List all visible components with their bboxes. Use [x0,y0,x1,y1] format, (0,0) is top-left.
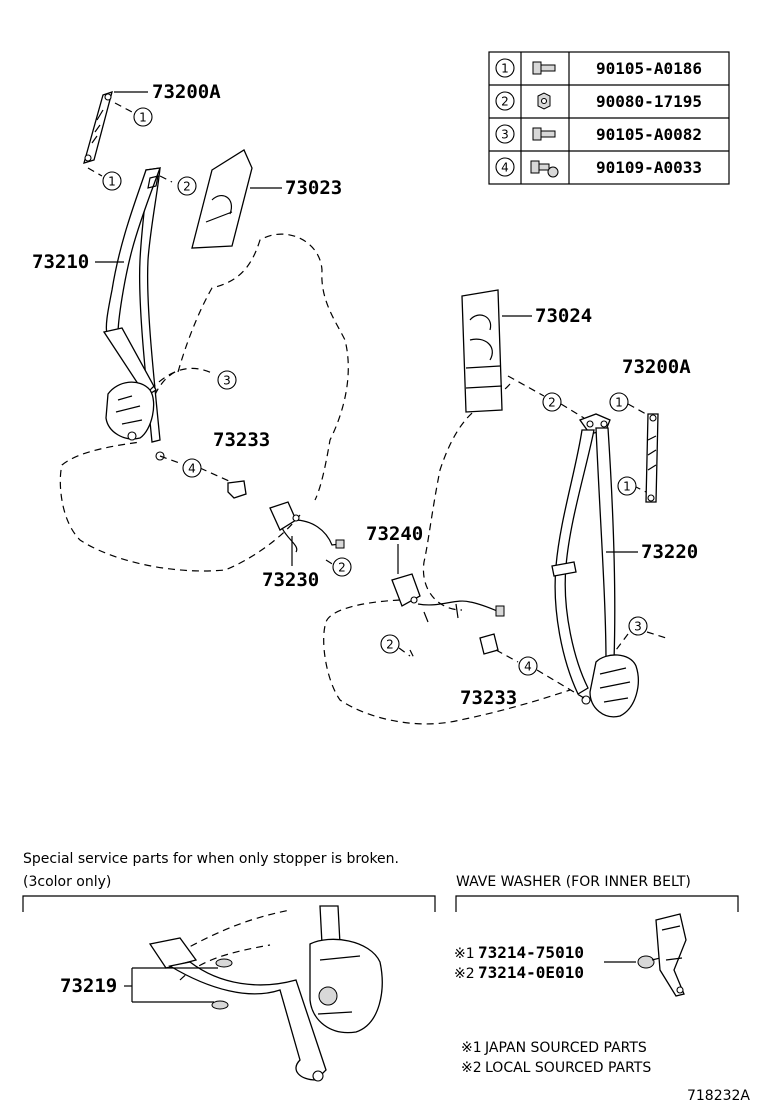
left-seat-assembly: 73200A 1 1 2 73210 73023 [32,81,352,591]
table-row: 2 90080-17195 [495,91,702,111]
bolt-icon [532,61,556,75]
table-part-number: 90105-A0186 [596,59,702,78]
right-seat-assembly: 73024 2 73200A 1 1 [323,289,698,725]
cover-left [227,480,247,499]
table-part-number: 90105-A0082 [596,125,702,144]
table-row: 1 90105-A0186 [495,58,702,78]
callout-1-label: 1 [623,480,631,494]
legend-japan: JAPAN SOURCED PARTS [484,1040,647,1056]
table-ref: 1 [501,62,509,76]
washer-part-2: 73214-0E010 [478,963,584,982]
table-row: 3 90105-A0082 [495,124,702,144]
callout-3-label: 3 [634,620,642,634]
callout-3-label: 3 [223,374,231,388]
callout-3 [628,616,648,636]
callout-4-label: 4 [524,660,532,674]
callout-1 [133,107,153,127]
label-73200a-right: 73200A [622,356,691,378]
callout-1-label: 1 [139,111,147,125]
callout-1 [609,392,629,412]
callout-4 [518,656,538,676]
callout-1-label: 1 [108,175,116,189]
table-ref: 2 [501,95,509,109]
label-73024: 73024 [535,305,592,327]
pillar-garnish-right [461,289,503,413]
callout-2-label: 2 [386,638,394,652]
label-73219: 73219 [60,975,117,997]
callout-2 [542,392,562,412]
buckle-right [391,573,505,623]
bolt-icon [532,127,556,141]
callout-circle [495,157,515,177]
table-part-number: 90109-A0033 [596,158,702,177]
service-note-line2: (3color only) [23,874,111,890]
callout-2 [177,176,197,196]
cover-right [479,633,499,655]
callout-3 [217,370,237,390]
label-73200a-left: 73200A [152,81,221,103]
callout-circle [495,58,515,78]
left-seat-outline [59,233,349,572]
table-row: 4 90109-A0033 [495,157,702,178]
upper-anchor-right [645,413,659,503]
callout-1-label: 1 [615,396,623,410]
callout-2-label: 2 [183,180,191,194]
right-seat-outline [323,383,571,725]
upper-anchor-left [83,91,113,164]
label-73233-left: 73233 [213,429,270,451]
table-ref: 3 [501,128,509,142]
service-parts-section: Special service parts for when only stop… [22,851,436,1082]
stopper-detail [148,905,383,1082]
fastener-table: 1 90105-A0186 2 90080-17195 3 90105-A008 [488,51,730,185]
label-73230: 73230 [262,569,319,591]
label-73233-right: 73233 [460,687,517,709]
callout-4-label: 4 [188,462,196,476]
wave-washer-title: WAVE WASHER (FOR INNER BELT) [456,874,691,890]
wave-washer-section: WAVE WASHER (FOR INNER BELT) ※1 73214-75… [454,874,739,1076]
label-73023: 73023 [285,177,342,199]
table-part-number: 90080-17195 [596,92,702,111]
callout-2-label: 2 [338,561,346,575]
wave-washer-detail [637,913,687,997]
seat-belt-right [551,413,639,718]
callout-circle [495,124,515,144]
figure-id: 718232A [687,1088,750,1104]
washer-mark-1: ※1 [454,946,475,962]
table-ref: 4 [501,161,509,175]
label-73220: 73220 [641,541,698,563]
washer-mark-2: ※2 [454,966,475,982]
label-73240: 73240 [366,523,423,545]
callout-1 [102,171,122,191]
service-note-line1: Special service parts for when only stop… [23,851,399,867]
stud-bolt-icon [530,160,559,178]
seat-belt-left [102,167,165,461]
callout-circle [495,91,515,111]
legend-mark-2: ※2 [461,1060,482,1076]
callout-2-label: 2 [548,396,556,410]
callout-1 [617,476,637,496]
callout-4 [182,458,202,478]
washer-part-1: 73214-75010 [478,943,584,962]
callout-2 [332,557,352,577]
pillar-garnish-left [191,149,253,249]
callout-2 [380,634,400,654]
label-73210: 73210 [32,251,89,273]
legend-mark-1: ※1 [461,1040,482,1056]
nut-icon [537,92,551,110]
legend-local: LOCAL SOURCED PARTS [485,1060,651,1076]
buckle-left [269,501,345,553]
